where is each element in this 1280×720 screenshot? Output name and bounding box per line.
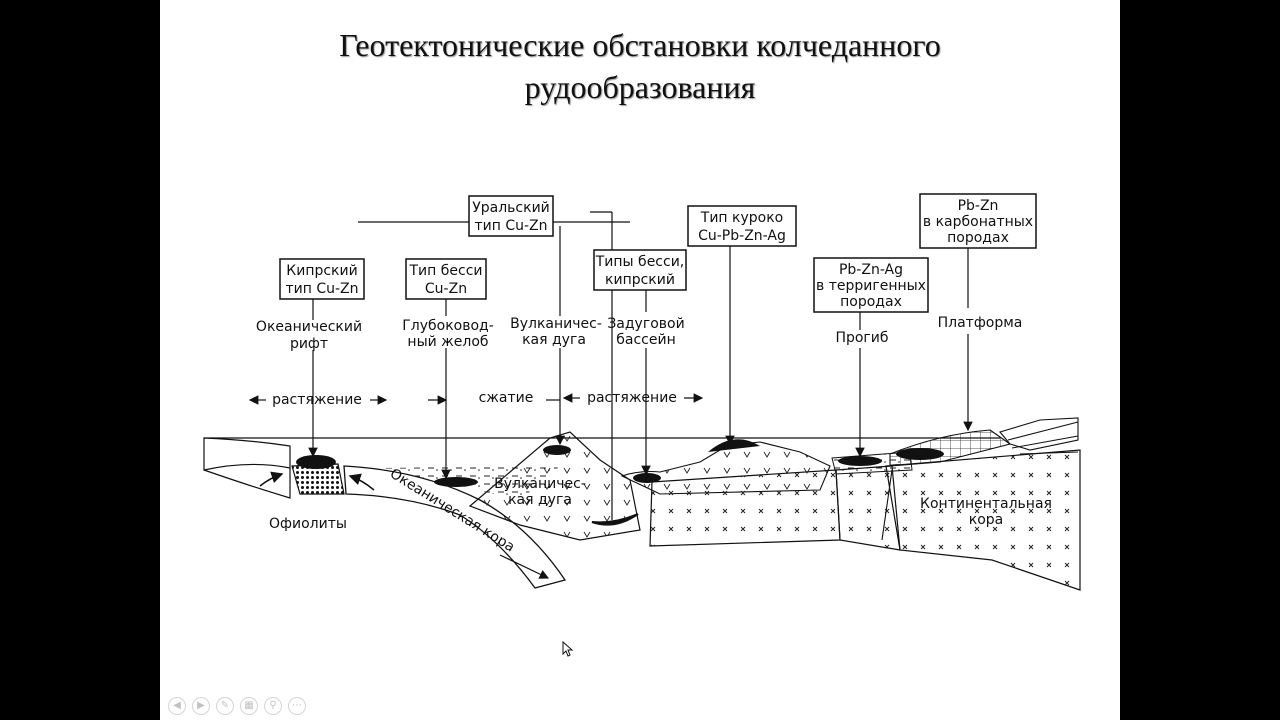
box-pbznag <box>813 257 929 313</box>
kuroko-mound <box>708 439 760 452</box>
box-ural-line2: тип Cu-Zn <box>474 218 547 234</box>
title-line-2: рудообразования <box>524 69 756 105</box>
more-icon[interactable]: ⋯ <box>288 697 306 715</box>
box-besshi-cyprus <box>593 249 687 291</box>
continental-crust-block-1 <box>649 469 841 547</box>
slide: Геотектонические обстановки колчеданного… <box>160 0 1120 720</box>
box-ural-line1: Уральский <box>472 200 550 216</box>
box-pbznag-line2: в терригенных <box>816 278 926 294</box>
label-continental-crust-2: кора <box>969 512 1004 528</box>
oceanic-crust-left <box>203 437 291 471</box>
label-continental-crust-1: Континентальная <box>920 496 1052 512</box>
label-trench-2: ный желоб <box>407 334 488 350</box>
box-besshi <box>405 258 487 300</box>
prev-icon[interactable]: ◀ <box>168 697 186 715</box>
box-pbznag-line1: Pb-Zn-Ag <box>839 262 903 278</box>
label-backarc-1: Задуговой <box>607 316 684 332</box>
box-besshi-line2: Cu-Zn <box>425 281 467 297</box>
label-platform: Платформа <box>938 315 1023 331</box>
label-ocean-rift-2: рифт <box>290 336 328 352</box>
pen-icon[interactable]: ✎ <box>216 697 234 715</box>
label-extension-1: растяжение <box>272 392 362 408</box>
box-pbzn-line3: породах <box>947 230 1009 246</box>
label-arc-1: Вулканичес- <box>510 316 602 332</box>
regime-arrows <box>248 393 704 405</box>
box-pbzn-line1: Pb-Zn <box>958 198 999 214</box>
title-line-1: Геотектонические обстановки колчеданного <box>339 27 941 63</box>
next-icon[interactable]: ▶ <box>192 697 210 715</box>
label-arc-section-2: кая дуга <box>508 492 572 508</box>
label-extension-2: растяжение <box>587 390 677 406</box>
label-ocean-rift-1: Океанический <box>256 319 362 335</box>
box-cyprus <box>279 258 365 300</box>
label-compression: сжатие <box>479 390 534 406</box>
label-ophiolites: Офиолиты <box>269 516 347 532</box>
label-arc-section-1: Вулканичес- <box>494 476 586 492</box>
box-besshi-cyprus-line1: Типы бесси, <box>595 254 685 270</box>
box-besshi-line1: Тип бесси <box>409 263 483 279</box>
box-pbzn-line2: в карбонатных <box>923 214 1033 230</box>
box-kuroko <box>687 205 797 247</box>
geotectonic-diagram: Кипрский тип Cu-Zn Тип бесси Cu-Zn Ураль… <box>203 193 1081 591</box>
box-kuroko-line2: Cu-Pb-Zn-Ag <box>698 228 786 244</box>
box-cyprus-line1: Кипрский <box>286 263 357 279</box>
box-cyprus-line2: тип Cu-Zn <box>285 281 358 297</box>
trench-ore-body <box>434 477 478 487</box>
box-pbzn <box>919 193 1037 249</box>
box-kuroko-line1: Тип куроко <box>700 210 783 226</box>
box-besshi-cyprus-line2: кипрский <box>605 272 675 288</box>
label-backarc-2: бассейн <box>616 332 675 348</box>
label-arc-2: кая дуга <box>522 332 586 348</box>
zoom-icon[interactable]: ⚲ <box>264 697 282 715</box>
label-trough: Прогиб <box>835 330 888 346</box>
box-ural <box>468 195 554 237</box>
mouse-pointer-icon <box>562 641 574 657</box>
slides-icon[interactable]: ▦ <box>240 697 258 715</box>
label-trench-1: Глубоковод- <box>402 318 494 334</box>
box-pbznag-line3: породах <box>840 294 902 310</box>
slide-title: Геотектонические обстановки колчеданного… <box>160 24 1120 108</box>
